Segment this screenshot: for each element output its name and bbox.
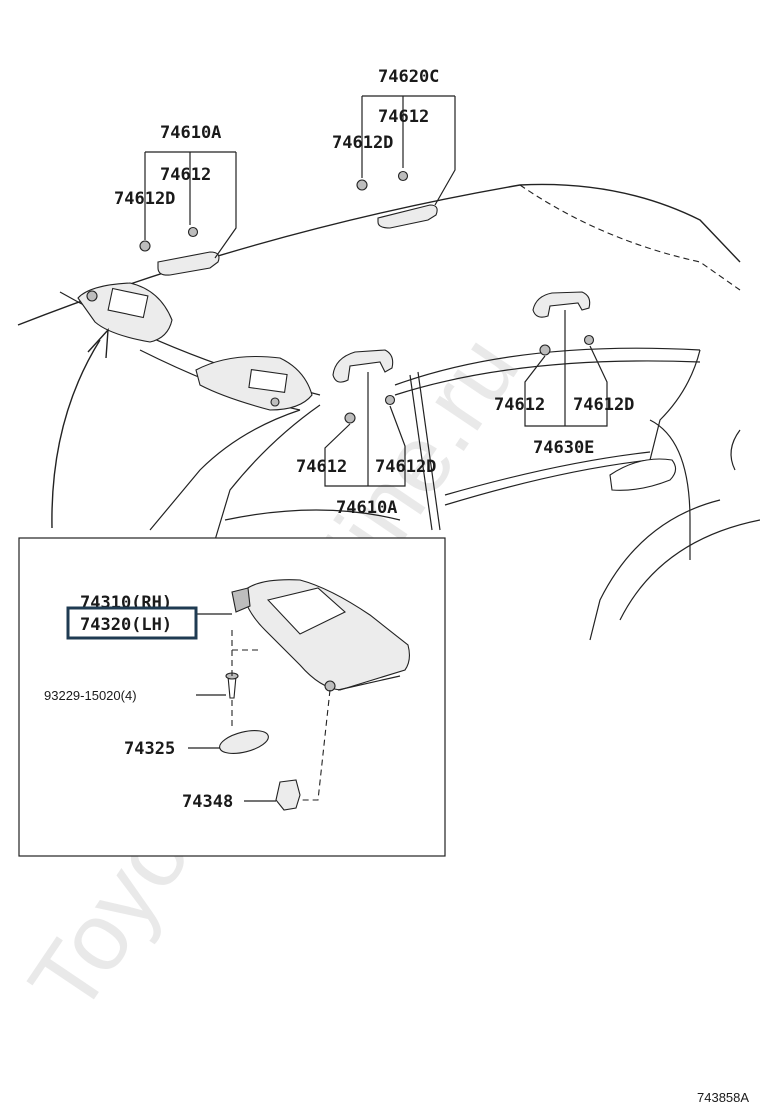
clip-d-label: 74612D [375, 457, 436, 477]
holder-label: 74348 [182, 792, 233, 812]
pointer-arrow [51, 339, 101, 529]
visor-lh-label: 74320(LH) [80, 615, 172, 635]
assist-handle-top [356, 170, 438, 229]
callout-rear: 74612 74612D 74630E [494, 310, 634, 458]
visor-on-roof-right [195, 356, 313, 411]
visor-lh-highlight [66, 606, 198, 640]
clip-label: 74612 [296, 457, 347, 477]
clip-label: 74612 [494, 395, 545, 415]
callout-top-center: 74620C 74612 74612D [332, 67, 456, 206]
cover-label: 74325 [124, 739, 175, 759]
clip-d-label: 74612D [114, 189, 175, 209]
pointer-arrow-head [87, 328, 109, 359]
group-label: 74610A [336, 498, 397, 518]
callout-mid: 74612 74612D 74610A [296, 372, 436, 518]
assist-handle-mid [332, 349, 396, 424]
callout-front-left: 74610A 74612 74612D [114, 123, 237, 259]
detail-box: 74310(RH) 74320(LH) 93229-15020(4) 74325… [18, 537, 446, 857]
assist-handle-front [139, 226, 220, 276]
holder [275, 779, 301, 811]
clip-label: 74612 [378, 107, 429, 127]
group-label: 74620C [378, 67, 439, 87]
clip-d-label: 74612D [332, 133, 393, 153]
group-label: 74630E [533, 438, 594, 458]
clip-d-label: 74612D [573, 395, 634, 415]
visor-on-roof-left [77, 282, 173, 343]
clip-label: 74612 [160, 165, 211, 185]
figure-code: 743858A [697, 1090, 749, 1105]
group-label: 74610A [160, 123, 221, 143]
assist-handle-rear [532, 291, 595, 356]
screw-label: 93229-15020(4) [44, 688, 137, 703]
